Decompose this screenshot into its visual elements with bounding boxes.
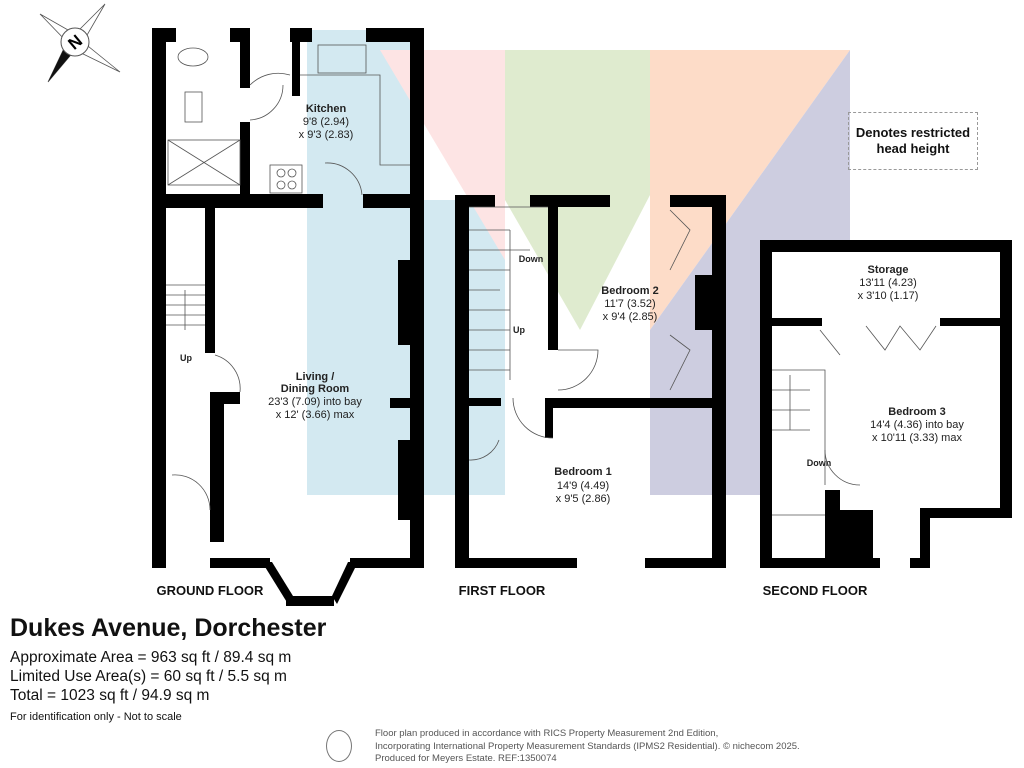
room-label-bedroom3: Bedroom 3 14'4 (4.36) into bay x 10'11 (… — [870, 406, 964, 444]
floor-label-ground: GROUND FLOOR — [157, 583, 264, 598]
room-name: Dining Room — [281, 383, 350, 395]
second-floor-walls — [760, 240, 1012, 568]
first-floor-fixtures — [468, 206, 691, 461]
stair-down-label: Down — [519, 254, 544, 264]
room-label-storage: Storage 13'11 (4.23) x 3'10 (1.17) — [858, 264, 919, 302]
second-floor-fixtures — [772, 325, 937, 516]
footer-line: Produced for Meyers Estate. REF:1350074 — [375, 753, 557, 764]
stair-up-label: Up — [513, 325, 525, 335]
room-dim: x 3'10 (1.17) — [858, 290, 919, 302]
room-name: Living / — [296, 371, 335, 383]
property-title: Dukes Avenue, Dorchester — [10, 614, 327, 642]
total-area: Total = 1023 sq ft / 94.9 sq m — [10, 687, 210, 704]
compass-icon: N — [39, 3, 121, 83]
room-dim: x 9'4 (2.85) — [603, 311, 658, 323]
stair-down-label: Down — [807, 458, 832, 468]
room-dim: 13'11 (4.23) — [859, 277, 917, 289]
room-dim: 14'4 (4.36) into bay — [870, 419, 964, 431]
room-dim: x 9'5 (2.86) — [556, 493, 611, 505]
room-label-bedroom2: Bedroom 2 11'7 (3.52) x 9'4 (2.85) — [601, 285, 658, 323]
disclaimer: For identification only - Not to scale — [10, 711, 182, 723]
room-dim: 9'8 (2.94) — [303, 116, 349, 128]
room-name: Bedroom 2 — [601, 285, 658, 297]
limited-use-area: Limited Use Area(s) = 60 sq ft / 5.5 sq … — [10, 668, 287, 685]
room-label-kitchen: Kitchen 9'8 (2.94) x 9'3 (2.83) — [299, 103, 354, 141]
footer-text: Floor plan produced in accordance with R… — [375, 728, 800, 766]
room-dim: 14'9 (4.49) — [557, 480, 609, 492]
legend-line: Denotes restricted — [855, 125, 971, 140]
room-dim: 23'3 (7.09) into bay — [268, 396, 362, 408]
room-dim: x 9'3 (2.83) — [299, 129, 354, 141]
legend-line: head height — [876, 141, 950, 156]
person-icon — [326, 730, 352, 762]
first-floor-walls — [455, 195, 726, 568]
room-label-living: Living / Dining Room 23'3 (7.09) into ba… — [268, 371, 362, 421]
room-name: Kitchen — [306, 103, 347, 115]
room-dim: x 10'11 (3.33) max — [872, 432, 962, 444]
floor-label-first: FIRST FLOOR — [459, 583, 546, 598]
approx-area: Approximate Area = 963 sq ft / 89.4 sq m — [10, 649, 292, 666]
floor-label-second: SECOND FLOOR — [763, 583, 868, 598]
restricted-head-height-legend: Denotes restricted head height — [848, 112, 978, 170]
room-dim: 11'7 (3.52) — [604, 298, 655, 310]
room-label-bedroom1: Bedroom 1 14'9 (4.49) x 9'5 (2.86) — [554, 466, 611, 505]
stair-up-label: Up — [180, 353, 192, 363]
ground-floor-fixtures — [166, 44, 410, 511]
footer-line: Incorporating International Property Mea… — [375, 740, 800, 752]
room-name: Storage — [868, 264, 909, 276]
footer-line: Floor plan produced in accordance with R… — [375, 728, 719, 739]
room-name: Bedroom 3 — [888, 406, 945, 418]
room-dim: x 12' (3.66) max — [276, 409, 355, 421]
room-name: Bedroom 1 — [554, 466, 611, 478]
ground-floor-walls — [152, 28, 424, 606]
